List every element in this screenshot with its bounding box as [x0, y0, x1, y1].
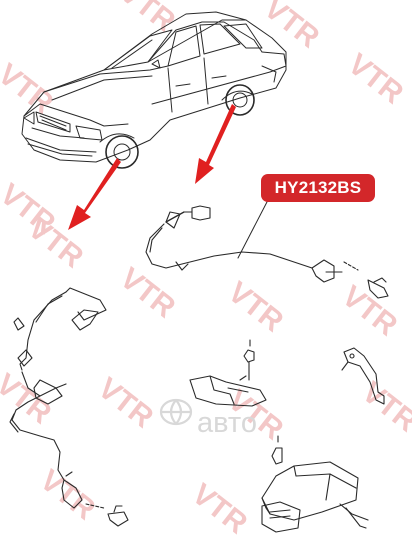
part-number-label: HY2132BS — [261, 174, 375, 202]
brand-watermark-text: авто — [197, 407, 257, 439]
bracket-part — [189, 339, 267, 407]
globe-icon — [159, 398, 193, 426]
small-bracket — [341, 347, 385, 405]
car-illustration — [21, 11, 287, 169]
red-arrows — [68, 104, 236, 230]
abs-sensor-front — [9, 287, 129, 527]
abs-sensor-rear — [145, 205, 389, 299]
control-module — [261, 435, 369, 533]
